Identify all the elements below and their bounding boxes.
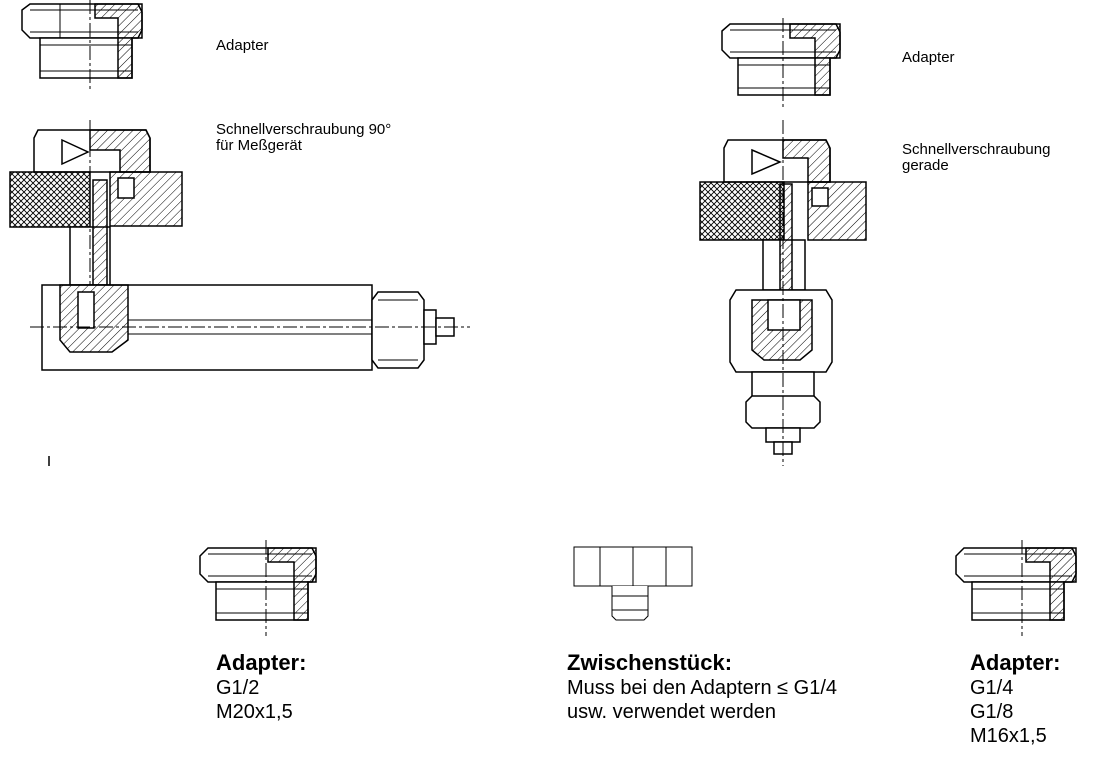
adapter-bottom-right-drawing	[955, 540, 1077, 636]
adapter-top-left-drawing	[21, 0, 143, 90]
caption-spacer-title: Zwischenstück:	[567, 650, 733, 675]
label-adapter-top-right: Adapter	[902, 49, 955, 66]
label-coupling-90: Schnellverschraubung 90° für Meßgerät	[216, 121, 392, 154]
caption-adapter-1-title: Adapter:	[216, 650, 307, 675]
adapter-bottom-left-drawing	[199, 540, 317, 636]
coupling-90-drawing	[9, 120, 470, 371]
caption-adapter-2-title: Adapter:	[970, 650, 1061, 675]
label-adapter-top-left: Adapter	[216, 37, 269, 54]
caption-adapter-2-lines: G1/4 G1/8 M16x1,5	[970, 677, 1047, 747]
adapter-top-right-drawing	[721, 18, 841, 108]
caption-spacer-lines: Muss bei den Adaptern ≤ G1/4 usw. verwen…	[567, 677, 838, 723]
spacer-drawing	[573, 546, 693, 621]
coupling-straight-drawing	[699, 120, 867, 466]
label-coupling-straight: Schnellverschraubung gerade	[902, 141, 1051, 174]
caption-adapter-1-lines: G1/2 M20x1,5	[216, 677, 293, 723]
